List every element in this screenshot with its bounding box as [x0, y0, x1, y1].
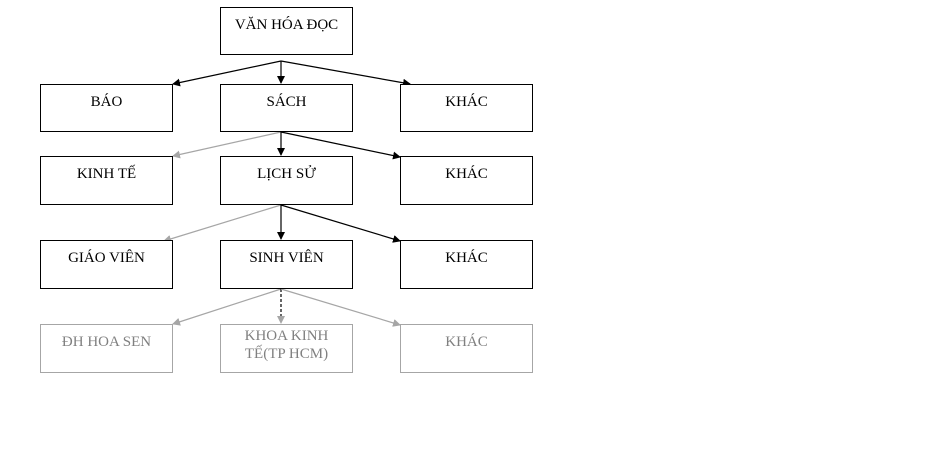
- node-label: KHÁC: [445, 250, 488, 266]
- connector-sach-to-kinh-te: [172, 131, 282, 159]
- node-khac-3: KHÁC: [400, 240, 533, 289]
- node-label: ĐH HOA SEN: [61, 334, 152, 350]
- node-khac-1: KHÁC: [400, 84, 533, 132]
- connector-root-to-khac-1: [280, 60, 411, 87]
- node-label: KHÁC: [445, 166, 488, 182]
- node-label: SÁCH: [266, 94, 307, 110]
- node-dh-hoa-sen: ĐH HOA SEN: [40, 324, 173, 373]
- node-lich-su: LỊCH SỬ: [220, 156, 353, 205]
- node-giao-vien: GIÁO VIÊN: [40, 240, 173, 289]
- connector-sinh-vien-to-dh-hoa-sen: [172, 288, 282, 326]
- node-sach: SÁCH: [220, 84, 353, 132]
- node-label: LỊCH SỬ: [257, 166, 316, 182]
- connector-lich-su-to-giao-vien: [163, 204, 282, 243]
- node-khac-2: KHÁC: [400, 156, 533, 205]
- connector-sach-to-khac-2: [280, 131, 401, 160]
- connector-sinh-vien-to-khac-4: [280, 288, 401, 327]
- connector-lich-su-to-khac-3: [280, 204, 401, 243]
- node-label: KHÁC: [445, 334, 488, 350]
- connector-root-to-bao: [172, 60, 282, 87]
- node-van-hoa-doc: VĂN HÓA ĐỌC: [220, 7, 353, 55]
- node-sinh-vien: SINH VIÊN: [220, 240, 353, 289]
- node-label: KHOA KINH TẾ(TP HCM): [244, 328, 329, 362]
- node-bao: BÁO: [40, 84, 173, 132]
- node-label: BÁO: [90, 94, 123, 110]
- node-label: KHÁC: [445, 94, 488, 110]
- node-label: VĂN HÓA ĐỌC: [234, 17, 339, 33]
- node-label: SINH VIÊN: [249, 250, 324, 266]
- node-khac-4: KHÁC: [400, 324, 533, 373]
- node-khoa-kinh-te: KHOA KINH TẾ(TP HCM): [220, 324, 353, 373]
- node-kinh-te: KINH TẾ: [40, 156, 173, 205]
- node-label: GIÁO VIÊN: [68, 250, 145, 266]
- node-label: KINH TẾ: [76, 166, 137, 182]
